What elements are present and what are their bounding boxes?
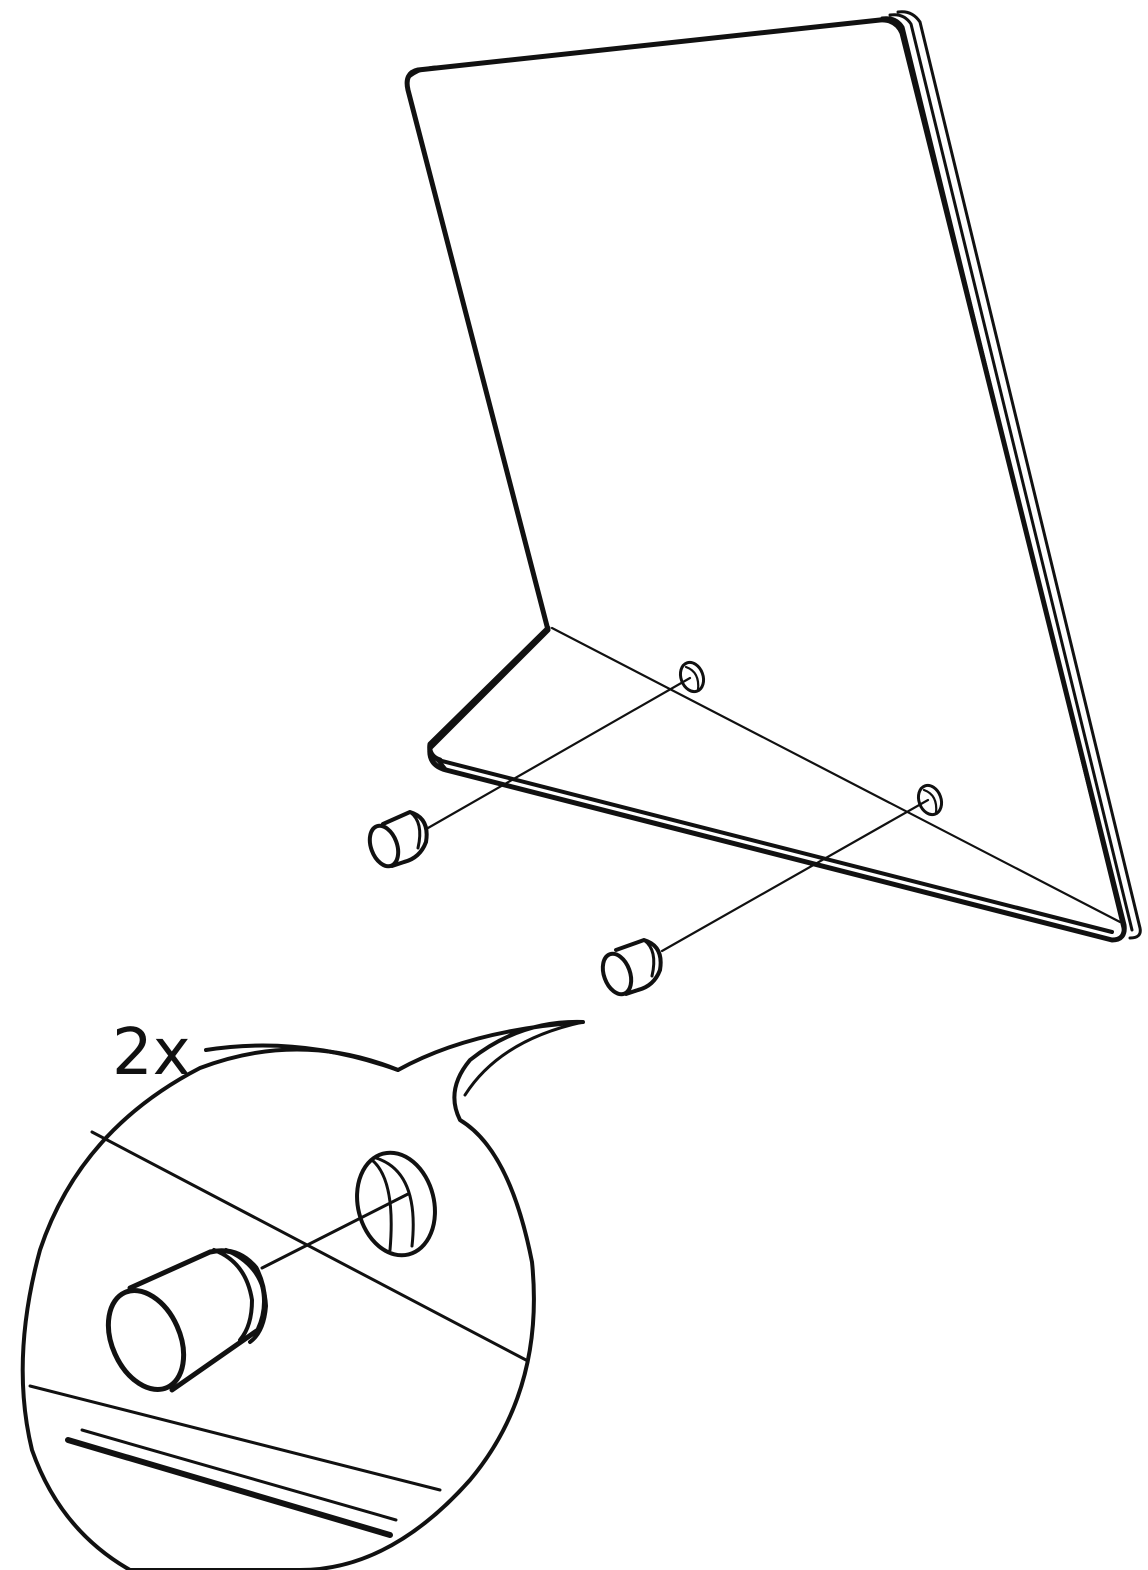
mounting-hole-icon: [678, 660, 706, 694]
frame-stand-icon: [427, 625, 1122, 924]
insertion-guide-line: [660, 798, 930, 953]
quantity-label: 2x: [112, 1016, 191, 1090]
felt-pad-detail-icon: [105, 1248, 268, 1393]
detail-callout: [20, 1019, 585, 1570]
insertion-guide-detail-line: [260, 1192, 410, 1270]
quantity-leader-line: [204, 1043, 400, 1072]
mounting-hole-icon: [916, 783, 944, 817]
felt-pad-icon: [600, 938, 663, 997]
felt-pad-icon: [367, 810, 429, 869]
detail-view: [28, 1130, 528, 1538]
frame-panel-icon: [404, 10, 1142, 943]
mounting-hole-detail-icon: [355, 1150, 437, 1258]
insertion-guide-line: [426, 676, 692, 830]
